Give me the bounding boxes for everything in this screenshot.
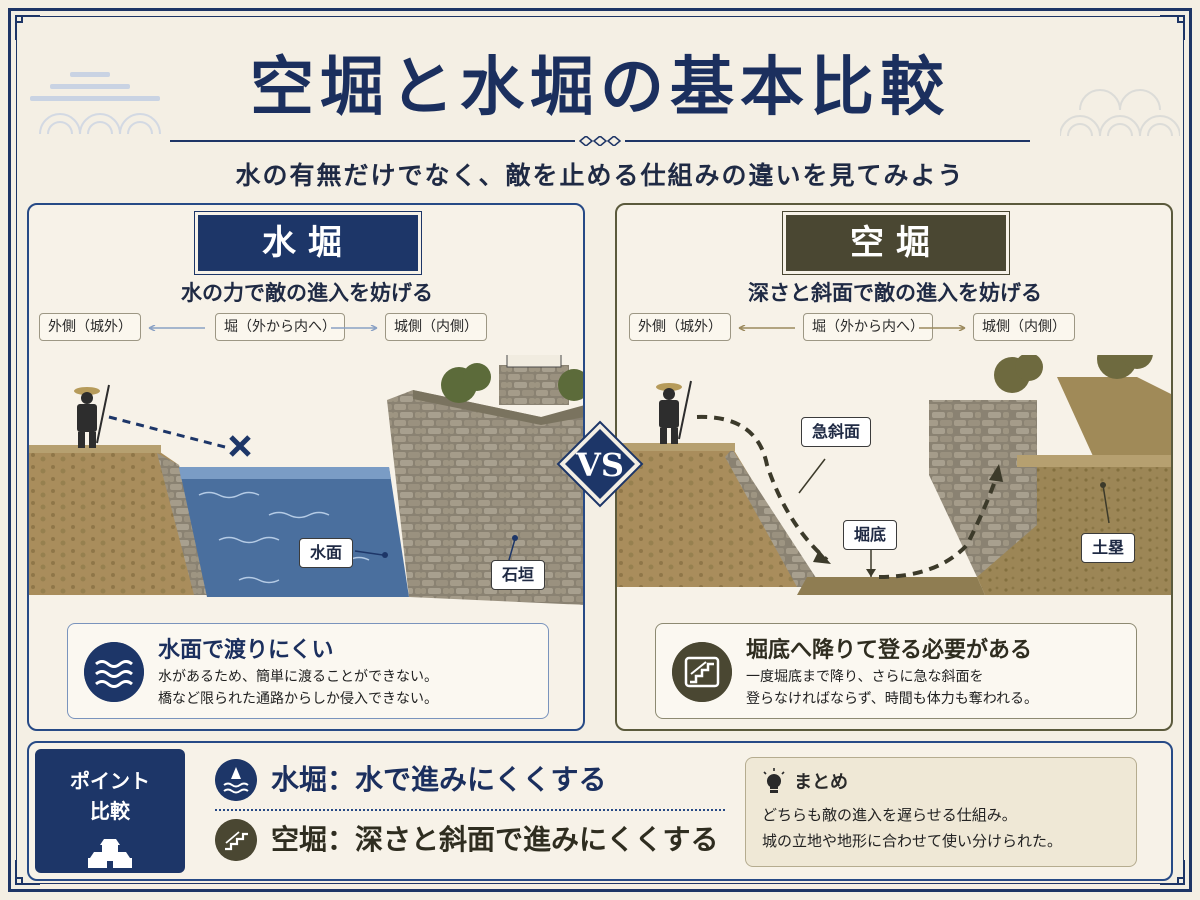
arrow-left-icon (738, 325, 795, 331)
outside-label: 外側（城外） (39, 313, 141, 341)
point-label: ポイント (70, 769, 150, 793)
water-moat-panel: 水堀 水の力で敵の進入を妨げる 外側（城外） 堀（外から内へ） 城側（内側） (27, 203, 585, 731)
page-title: 空堀と水堀の基本比較 (250, 50, 950, 125)
arrow-right-icon (331, 325, 378, 331)
waves-icon (84, 642, 144, 702)
stairs-icon (672, 642, 732, 702)
info-line: 橋など限られた通路からしか侵入できない。 (158, 691, 438, 707)
castle-icon (88, 839, 132, 868)
dry-moat-lead: 深さと斜面で敵の進入を妨げる (748, 281, 1042, 305)
stairs-icon (215, 819, 257, 861)
dry-moat-info-head: 堀底へ降りて登る必要がある (746, 638, 1033, 663)
moat-bottom-callout: 堀底 (843, 520, 898, 550)
moat-direction-label: 堀（外から内へ） (803, 313, 933, 341)
summary-line: どちらも敵の進入を遅らせる仕組み。 (762, 806, 1017, 824)
inside-label: 城側（内側） (385, 313, 487, 341)
water-moat-summary-text: 水堀：水で進みにくくする (271, 763, 607, 796)
water-moat-info-head: 水面で渡りにくい (158, 638, 334, 663)
inside-label: 城側（内側） (973, 313, 1075, 341)
steep-slope-callout: 急斜面 (801, 417, 872, 447)
moat-direction-label: 堀（外から内へ） (215, 313, 345, 341)
water-moat-info-card: 水面で渡りにくい 水があるため、簡単に渡ることができない。 橋など限られた通路か… (67, 623, 549, 719)
water-drop-icon (215, 759, 257, 801)
dry-moat-panel: 空堀 深さと斜面で敵の進入を妨げる 外側（城外） 堀（外から内へ） 城側（内側） (615, 203, 1173, 731)
outside-label: 外側（城外） (629, 313, 731, 341)
summary-card: まとめ どちらも敵の進入を遅らせる仕組み。 城の立地や地形に合わせて使い分けられ… (745, 757, 1137, 867)
dry-moat-info-card: 堀底へ降りて登る必要がある 一度堀底まで降り、さらに急な斜面を 登らなければなら… (655, 623, 1137, 719)
compare-label: 比較 (90, 799, 130, 823)
dry-moat-summary-text: 空堀：深さと斜面で進みにくくする (271, 823, 719, 856)
water-moat-lead: 水の力で敵の進入を妨げる (181, 281, 433, 305)
info-line: 登らなければならず、時間も体力も奪われる。 (746, 691, 1039, 707)
water-surface-callout: 水面 (299, 538, 354, 568)
water-moat-tag: 水堀 (198, 215, 418, 271)
stone-wall-callout: 石垣 (491, 560, 546, 590)
dry-moat-tag: 空堀 (786, 215, 1006, 271)
lightbulb-icon (763, 768, 785, 793)
water-moat-info-body: 水があるため、簡単に渡ることができない。 橋など限られた通路からしか侵入できない… (158, 666, 543, 710)
summary-line: 城の立地や地形に合わせて使い分けられた。 (762, 832, 1063, 850)
vs-badge: VS (556, 420, 644, 508)
point-comparison-box: ポイント 比較 (35, 749, 185, 873)
arrow-left-icon (148, 325, 205, 331)
comparison-summary-section: ポイント 比較 水堀：水で進みにくくする 空堀：深さと斜面で進みにくくする (27, 741, 1173, 881)
title-divider (170, 136, 1030, 146)
info-line: 一度堀底まで降り、さらに急な斜面を (746, 669, 984, 685)
row-divider (215, 809, 725, 811)
page-subtitle: 水の有無だけでなく、敵を止める仕組みの違いを見てみよう (235, 161, 965, 190)
cloud-ornament (30, 72, 161, 135)
wave-ornament (1060, 89, 1180, 137)
info-line: 水があるため、簡単に渡ることができない。 (158, 669, 438, 685)
earthwork-callout: 土塁 (1081, 533, 1136, 563)
arrow-right-icon (919, 325, 966, 331)
vs-label: VS (575, 446, 624, 484)
summary-body: どちらも敵の進入を遅らせる仕組み。 城の立地や地形に合わせて使い分けられた。 (762, 802, 1134, 854)
summary-heading: まとめ (794, 772, 848, 793)
dry-moat-info-body: 一度堀底まで降り、さらに急な斜面を 登らなければならず、時間も体力も奪われる。 (746, 666, 1131, 710)
dry-moat-illustration (617, 355, 1171, 595)
